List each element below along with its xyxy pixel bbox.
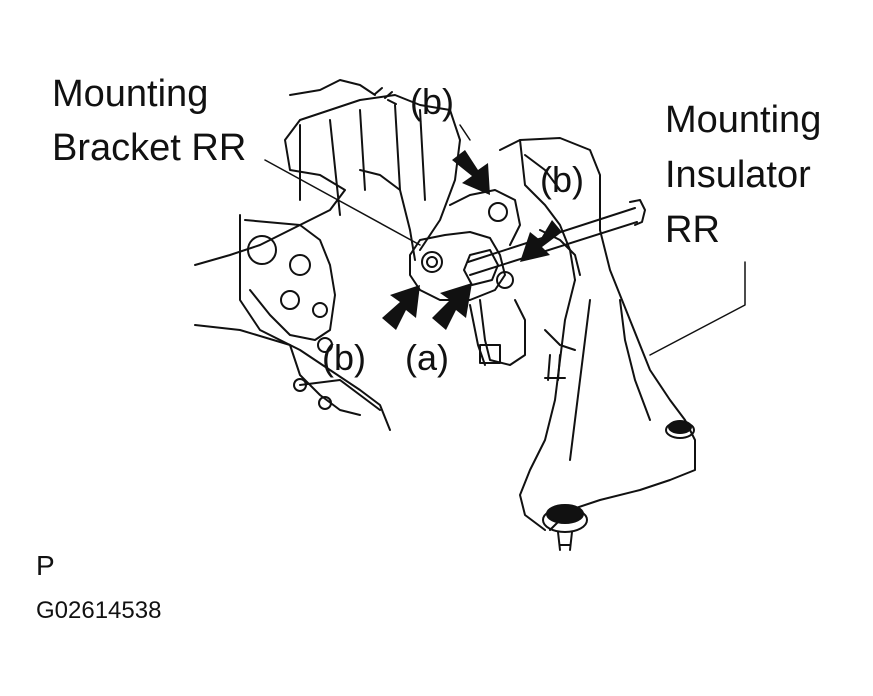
b-top-leader xyxy=(459,124,471,141)
arrow-b-top xyxy=(452,150,490,195)
insulator-label-line1: Mounting xyxy=(665,99,822,141)
torque-arrows xyxy=(382,150,562,330)
mounting-insulator xyxy=(499,137,696,551)
through-bolt xyxy=(463,199,646,286)
leader-lines xyxy=(264,124,746,356)
insulator-label-line3: RR xyxy=(665,209,720,251)
arrow-b-right xyxy=(520,220,562,262)
insulator-label-line2: Insulator xyxy=(665,154,811,196)
arrow-a xyxy=(432,283,472,330)
insulator-leader xyxy=(649,261,746,356)
figure-code: G02614538 xyxy=(36,597,162,624)
mounting-bracket xyxy=(409,189,526,366)
bracket-leader xyxy=(264,159,421,246)
engine-block xyxy=(194,79,461,431)
arrow-b-left xyxy=(382,285,420,330)
corner-marker: P xyxy=(36,550,55,581)
callout-b-right: (b) xyxy=(540,159,584,200)
callout-b-top: (b) xyxy=(410,81,454,122)
callout-b-left: (b) xyxy=(322,337,366,378)
bracket-label-line2: Bracket RR xyxy=(52,127,247,169)
bracket-label-line1: Mounting xyxy=(52,73,209,115)
callout-a: (a) xyxy=(405,337,449,378)
